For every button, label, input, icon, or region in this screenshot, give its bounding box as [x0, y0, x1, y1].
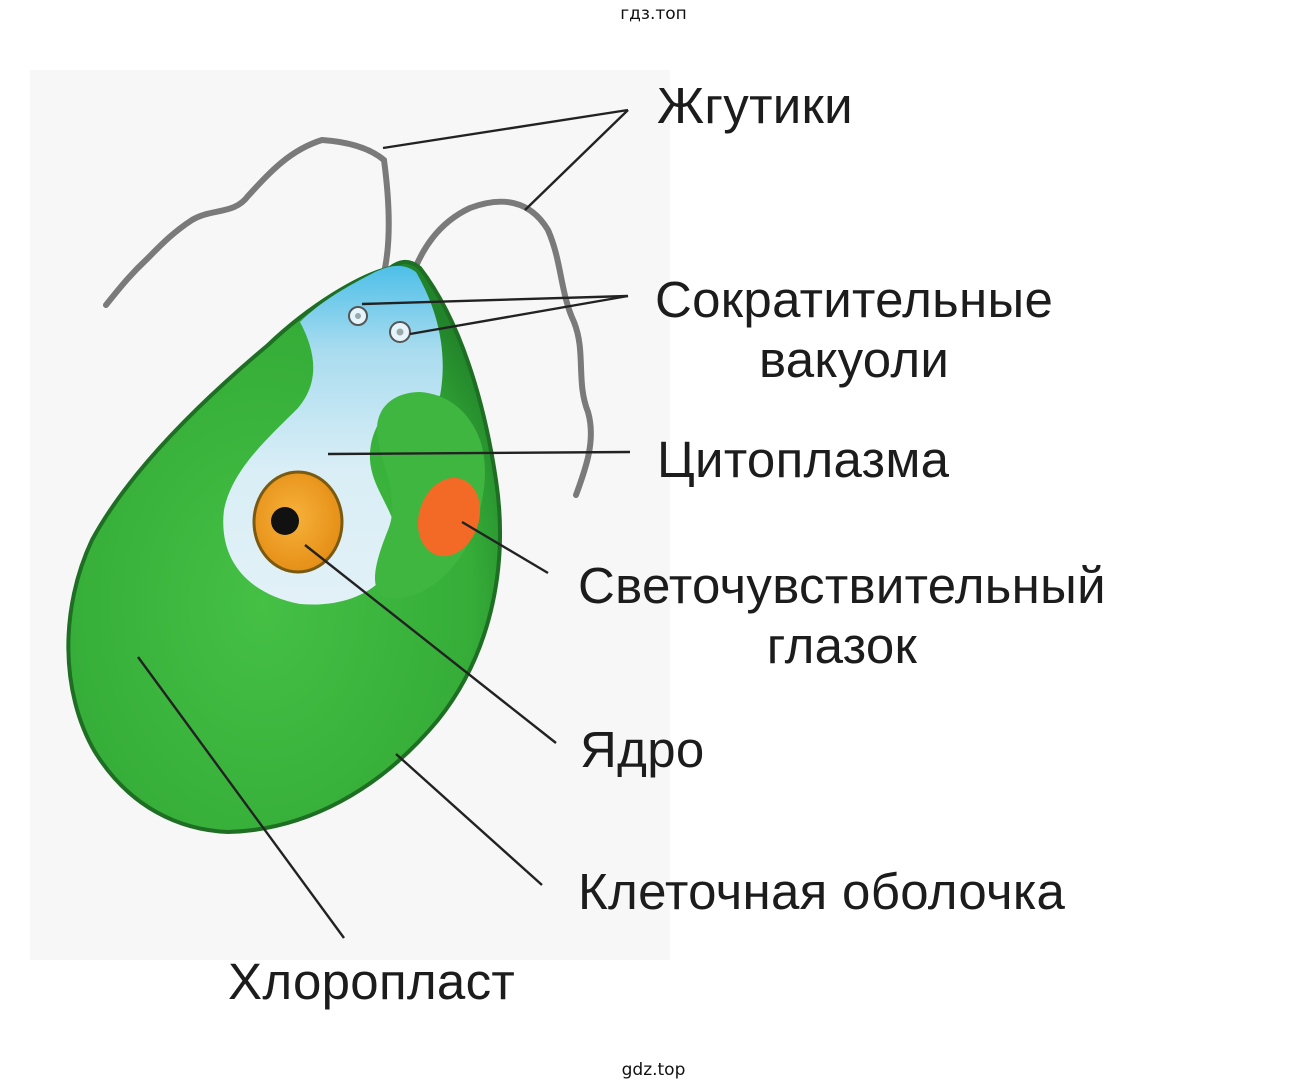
label-eyespot: Светочувствительный глазок — [578, 556, 1106, 676]
watermark-top: гдз.топ — [620, 4, 687, 24]
flagellum-long — [103, 136, 392, 308]
eyespot — [417, 477, 481, 557]
label-flagella: Жгутики — [657, 77, 853, 134]
label-nucleus: Ядро — [580, 721, 705, 778]
nucleolus — [271, 507, 299, 535]
watermark-bottom: gdz.top — [621, 1060, 686, 1080]
label-vacuoles-line1: Сократительные — [655, 271, 1054, 328]
label-cytoplasm: Цитоплазма — [657, 431, 950, 488]
leader-lines — [137, 108, 631, 939]
label-cell-membrane: Клеточная оболочка — [578, 863, 1066, 920]
label-vacuoles-line2: вакуоли — [758, 331, 950, 388]
flagellum-short — [405, 198, 594, 498]
label-contractile-vacuoles: Сократительные вакуоли — [655, 270, 1053, 390]
contractile-vacuoles — [348, 306, 411, 343]
label-eyespot-line1: Светочувствительный — [578, 557, 1106, 614]
label-chloroplast: Хлоропласт — [228, 953, 516, 1010]
label-eyespot-line2: глазок — [766, 617, 918, 674]
